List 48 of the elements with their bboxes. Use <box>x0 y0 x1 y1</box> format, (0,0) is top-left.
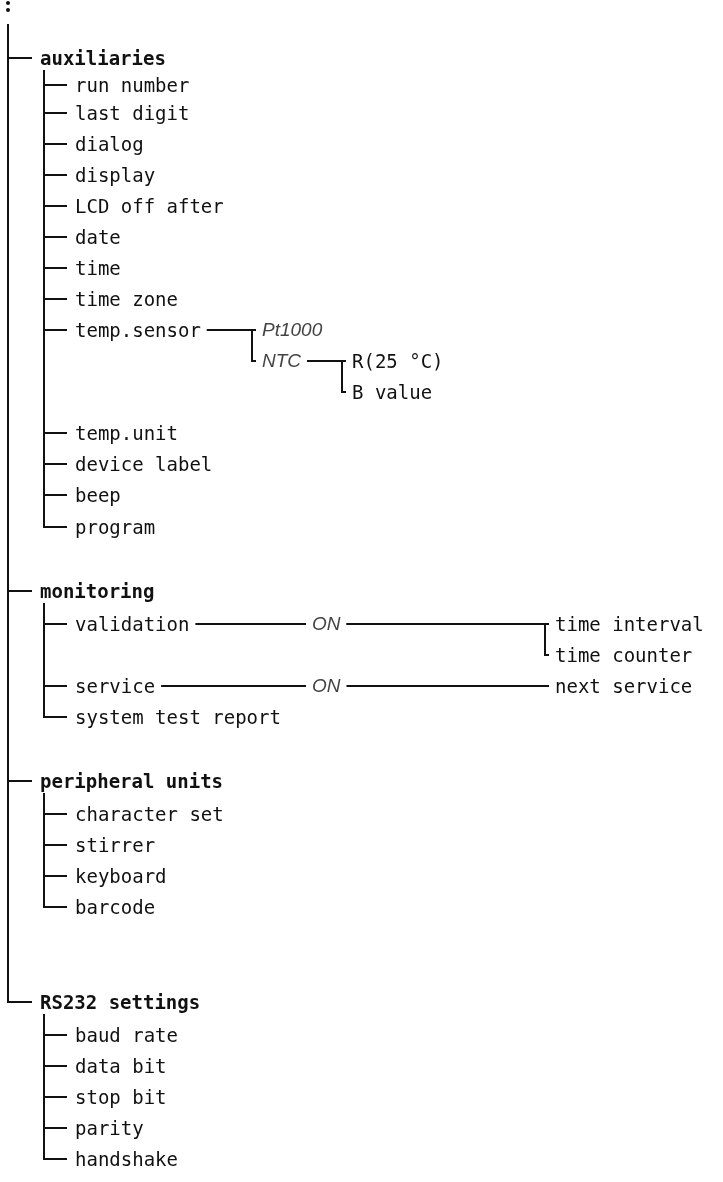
tree-connector <box>7 23 33 1003</box>
tree-connector <box>345 623 550 656</box>
tree-connector <box>160 685 307 687</box>
menu-item: dialog <box>75 132 144 156</box>
menu-item: LCD off after <box>75 194 224 218</box>
menu-item: time counter <box>555 643 693 667</box>
menu-item: parity <box>75 1116 144 1140</box>
menu-item: service <box>75 674 156 698</box>
section-heading: peripheral units <box>40 769 224 793</box>
tree-connector <box>43 602 68 718</box>
menu-item: date <box>75 225 121 249</box>
menu-item: baud rate <box>75 1023 178 1047</box>
menu-item: system test report <box>75 705 281 729</box>
tree-connector <box>194 623 307 625</box>
menu-item: time zone <box>75 287 178 311</box>
menu-item: B value <box>352 380 433 404</box>
option-value: NTC <box>262 349 302 373</box>
section-heading: auxiliaries <box>40 46 166 70</box>
tree-connector <box>205 329 257 362</box>
tree-connector <box>306 360 347 393</box>
section-heading: monitoring <box>40 579 155 603</box>
menu-item: stop bit <box>75 1085 167 1109</box>
option-value: Pt1000 <box>262 318 323 342</box>
tree-connector <box>43 792 68 908</box>
menu-item: keyboard <box>75 864 167 888</box>
tree-connector <box>43 1013 68 1160</box>
menu-item: beep <box>75 483 121 507</box>
menu-item: temp.sensor <box>75 318 201 342</box>
menu-item: R(25 °C) <box>352 349 444 373</box>
tree-connector <box>345 685 550 687</box>
menu-item: stirrer <box>75 833 156 857</box>
option-value: ON <box>312 674 341 698</box>
option-value: ON <box>312 612 341 636</box>
menu-item: display <box>75 163 156 187</box>
menu-item: validation <box>75 612 190 636</box>
menu-item: handshake <box>75 1147 178 1171</box>
menu-item: data bit <box>75 1054 167 1078</box>
menu-item: last digit <box>75 101 190 125</box>
menu-item: temp.unit <box>75 421 178 445</box>
menu-item: barcode <box>75 895 156 919</box>
section-heading: RS232 settings <box>40 990 201 1014</box>
menu-item: program <box>75 515 156 539</box>
menu-item: run number <box>75 73 190 97</box>
menu-item: character set <box>75 802 224 826</box>
menu-item: device label <box>75 452 213 476</box>
menu-item: time interval <box>555 612 704 636</box>
menu-item: time <box>75 256 121 280</box>
menu-item: next service <box>555 674 693 698</box>
